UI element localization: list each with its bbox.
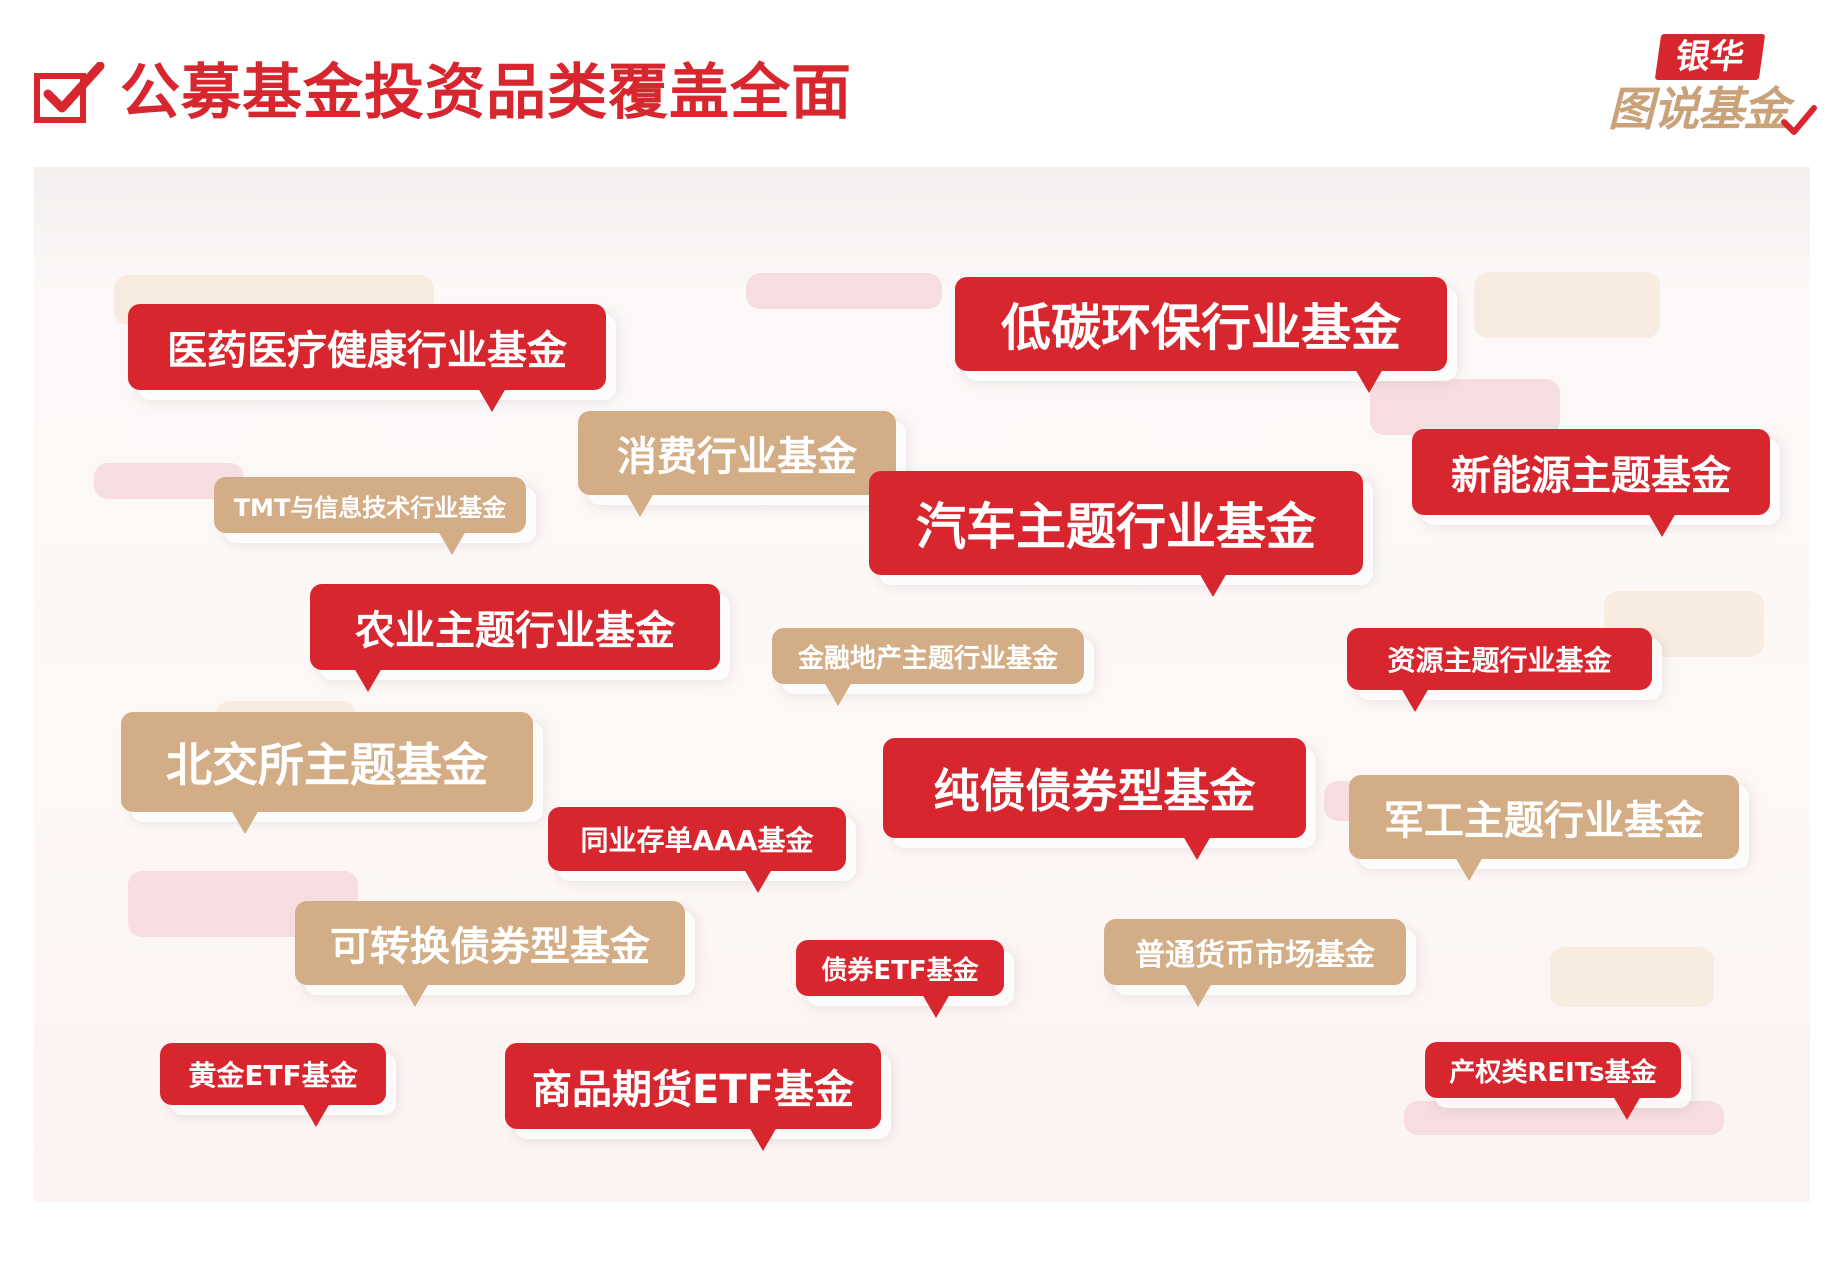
tag-military: 军工主题行业基金 [1349, 775, 1739, 881]
checkbox-check-icon [34, 62, 105, 123]
tag-label: 债券ETF基金 [821, 955, 979, 986]
logo-text: 图说基金 [1608, 82, 1789, 136]
tag-label: 新能源主题基金 [1451, 453, 1731, 499]
tag-label: 同业存单AAA基金 [580, 824, 814, 857]
tag-pointer [626, 493, 654, 517]
decorative-bubble [1370, 379, 1560, 435]
tag-label: 商品期货ETF基金 [532, 1067, 854, 1113]
tag-automotive: 汽车主题行业基金 [869, 471, 1363, 597]
decorative-bubble [1550, 947, 1714, 1007]
tag-pointer [401, 983, 429, 1007]
tag-label: TMT与信息技术行业基金 [233, 493, 507, 522]
tag-label: 军工主题行业基金 [1384, 798, 1704, 844]
tag-tmt: TMT与信息技术行业基金 [214, 477, 526, 555]
tag-pointer [922, 994, 950, 1018]
tag-label: 金融地产主题行业基金 [797, 643, 1058, 674]
tag-pointer [744, 869, 772, 893]
tag-label: 汽车主题行业基金 [916, 498, 1316, 556]
decorative-bubble [1404, 1101, 1724, 1135]
tag-consumer: 消费行业基金 [578, 411, 896, 517]
logo-check-icon [1781, 105, 1817, 135]
tag-label: 普通货币市场基金 [1135, 938, 1375, 973]
tag-agriculture: 农业主题行业基金 [310, 584, 720, 692]
tag-bond-etf: 债券ETF基金 [796, 940, 1004, 1018]
tag-pointer [438, 531, 466, 555]
tag-ncd-aaa: 同业存单AAA基金 [548, 807, 846, 893]
tag-pointer [1648, 513, 1676, 537]
tag-pointer [1199, 573, 1227, 597]
tag-pointer [1183, 836, 1211, 860]
tag-pointer [1401, 688, 1429, 712]
tag-pointer [354, 668, 382, 692]
tag-label: 医药医疗健康行业基金 [167, 328, 567, 374]
tag-pointer [478, 388, 506, 412]
page-title: 公募基金投资品类覆盖全面 [120, 58, 852, 128]
tag-pointer [1613, 1096, 1641, 1120]
tag-pointer [1455, 857, 1483, 881]
fund-category-panel: 医药医疗健康行业基金 低碳环保行业基金 消费行业基金 TMT与信息技术行业基金 … [34, 167, 1810, 1202]
tag-low-carbon: 低碳环保行业基金 [955, 277, 1447, 393]
tag-finance-realestate: 金融地产主题行业基金 [772, 628, 1084, 706]
tag-pointer [231, 810, 259, 834]
logo-badge: 银华 [1654, 34, 1766, 80]
tag-label: 消费行业基金 [617, 434, 857, 480]
tag-pointer [302, 1103, 330, 1127]
tag-pointer [749, 1127, 777, 1151]
logo: 银华 图说基金 [1608, 30, 1818, 140]
tag-resources: 资源主题行业基金 [1347, 628, 1652, 712]
tag-bse-theme: 北交所主题基金 [121, 712, 533, 834]
tag-reits: 产权类REITs基金 [1425, 1042, 1681, 1120]
tag-label: 黄金ETF基金 [188, 1059, 358, 1092]
tag-pointer [1184, 983, 1212, 1007]
tag-pointer [1355, 369, 1383, 393]
tag-label: 低碳环保行业基金 [1001, 299, 1401, 357]
decorative-bubble [746, 273, 942, 309]
tag-label: 农业主题行业基金 [355, 608, 675, 654]
tag-label: 纯债债券型基金 [933, 764, 1256, 818]
tag-label: 资源主题行业基金 [1387, 644, 1612, 677]
tag-pure-bond: 纯债债券型基金 [883, 738, 1306, 860]
tag-label: 北交所主题基金 [166, 738, 488, 792]
tag-convertible-bond: 可转换债券型基金 [295, 901, 685, 1007]
tag-pharma-healthcare: 医药医疗健康行业基金 [128, 304, 606, 412]
tag-commodity-futures-etf: 商品期货ETF基金 [505, 1043, 881, 1151]
tag-pointer [824, 682, 852, 706]
tag-money-market: 普通货币市场基金 [1104, 919, 1406, 1007]
tag-label: 产权类REITs基金 [1449, 1057, 1657, 1088]
tag-label: 可转换债券型基金 [330, 924, 650, 970]
tag-gold-etf: 黄金ETF基金 [160, 1043, 386, 1127]
decorative-bubble [1474, 272, 1660, 338]
header: 公募基金投资品类覆盖全面 银华 图说基金 [0, 0, 1844, 160]
tag-new-energy: 新能源主题基金 [1412, 429, 1770, 537]
